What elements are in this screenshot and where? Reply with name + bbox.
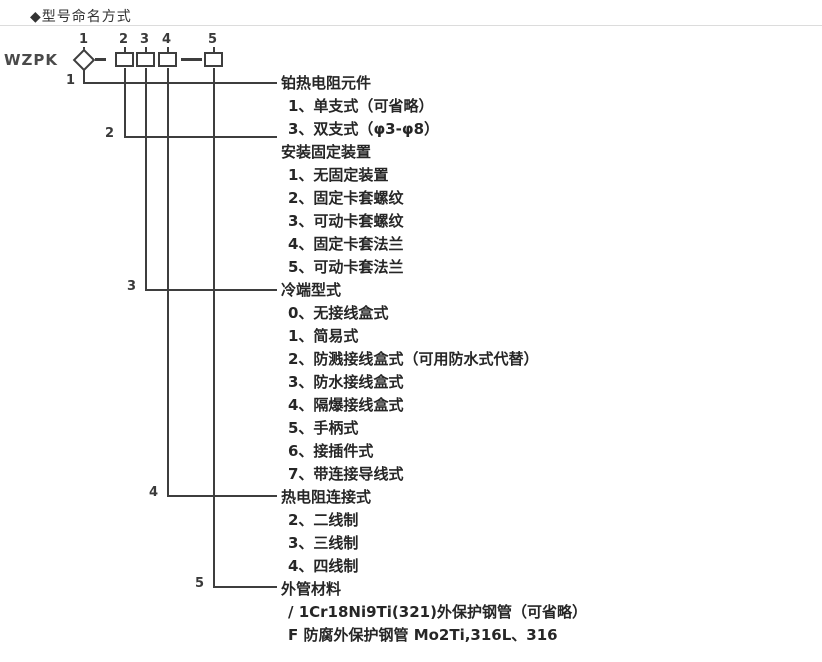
option-item: 3、可动卡套螺纹 bbox=[288, 212, 404, 230]
option-item: 3、双支式（φ3-φ8） bbox=[288, 120, 440, 138]
marker-tick bbox=[145, 47, 147, 52]
marker-tick bbox=[167, 47, 169, 52]
option-item: 2、二线制 bbox=[288, 511, 359, 529]
label-rows: 铂热电阻元件 1、单支式（可省略） 3、双支式（φ3-φ8） 安装固定装置 1、无固定装… bbox=[281, 72, 811, 647]
option-item: 4、四线制 bbox=[288, 557, 359, 575]
code-box-4 bbox=[158, 52, 177, 67]
section-title-2: 安装固定装置 bbox=[281, 143, 372, 161]
page-title: ◆型号命名方式 bbox=[30, 9, 132, 25]
section-title-3: 冷端型式 bbox=[281, 281, 342, 299]
code-box-3 bbox=[136, 52, 155, 67]
connector-vline-1 bbox=[83, 69, 85, 84]
connector-hline-4 bbox=[167, 495, 277, 497]
option-item: 1、简易式 bbox=[288, 327, 359, 345]
position-marker-4: 4 bbox=[162, 32, 172, 47]
connector-hline-5 bbox=[213, 586, 277, 588]
connector-label-2: 2 bbox=[105, 126, 115, 141]
option-item: 1、无固定装置 bbox=[288, 166, 389, 184]
code-box-2 bbox=[115, 52, 134, 67]
model-prefix: WZPK bbox=[4, 51, 59, 69]
option-item: F 防腐外保护钢管 Mo2Ti,316L、316 bbox=[288, 626, 558, 644]
position-marker-1: 1 bbox=[79, 32, 89, 47]
option-item: 5、可动卡套法兰 bbox=[288, 258, 404, 276]
option-item: 4、隔爆接线盒式 bbox=[288, 396, 404, 414]
option-item: 5、手柄式 bbox=[288, 419, 359, 437]
connector-vline-3 bbox=[145, 68, 147, 291]
position-marker-5: 5 bbox=[208, 32, 218, 47]
section-title-4: 热电阻连接式 bbox=[281, 488, 372, 506]
connector-vline-5 bbox=[213, 68, 215, 588]
connector-label-3: 3 bbox=[127, 279, 137, 294]
connector-vline-4 bbox=[167, 68, 169, 497]
option-item: 3、防水接线盒式 bbox=[288, 373, 404, 391]
option-item: 0、无接线盒式 bbox=[288, 304, 389, 322]
code-box-5 bbox=[204, 52, 223, 67]
section-title-5: 外管材料 bbox=[281, 580, 342, 598]
option-item: 3、三线制 bbox=[288, 534, 359, 552]
diamond-placeholder bbox=[72, 48, 96, 72]
marker-tick bbox=[213, 47, 215, 52]
connector-hline-3 bbox=[145, 289, 277, 291]
option-item: 6、接插件式 bbox=[288, 442, 374, 460]
connector-vline-2 bbox=[124, 68, 126, 138]
option-item: 2、固定卡套螺纹 bbox=[288, 189, 404, 207]
connector-hline-2 bbox=[124, 136, 277, 138]
connector-label-1: 1 bbox=[66, 73, 76, 88]
connector-hline-1 bbox=[83, 82, 277, 84]
header-divider bbox=[0, 25, 822, 26]
position-marker-3: 3 bbox=[140, 32, 150, 47]
position-marker-2: 2 bbox=[119, 32, 129, 47]
connector-label-4: 4 bbox=[149, 485, 159, 500]
hyphen-separator bbox=[95, 58, 106, 61]
connector-label-5: 5 bbox=[195, 576, 205, 591]
section-title-1: 铂热电阻元件 bbox=[281, 74, 372, 92]
option-item: 2、防溅接线盒式（可用防水式代替） bbox=[288, 350, 539, 368]
option-item: 1、单支式（可省略） bbox=[288, 97, 434, 115]
marker-tick bbox=[124, 47, 126, 52]
option-item: / 1Cr18Ni9Ti(321)外保护钢管（可省略） bbox=[288, 603, 587, 621]
option-item: 4、固定卡套法兰 bbox=[288, 235, 404, 253]
option-item: 7、带连接导线式 bbox=[288, 465, 404, 483]
dash-separator bbox=[181, 58, 202, 61]
